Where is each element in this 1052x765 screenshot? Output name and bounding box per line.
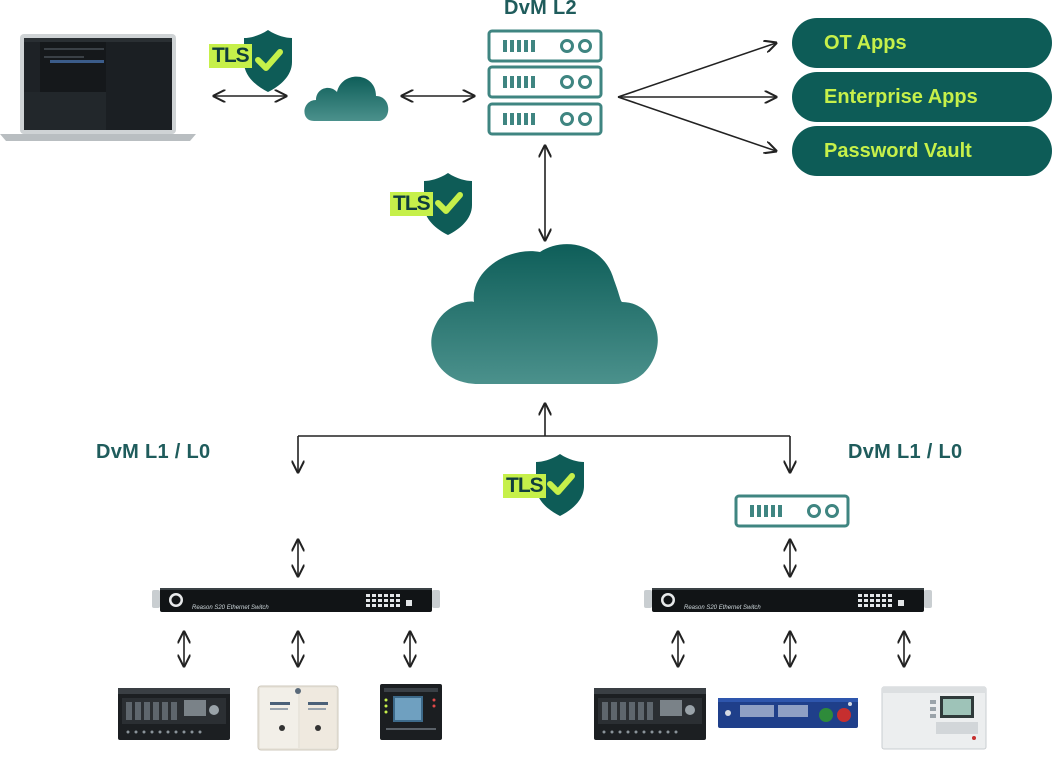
server-unit-icon	[734, 494, 850, 528]
relay-device-icon-2	[380, 684, 442, 740]
tls-badge-2: TLS	[390, 192, 433, 216]
ethernet-switch-icon-right: Reason S20 Ethernet Switch	[644, 588, 932, 612]
relay-device-icon-3	[594, 688, 706, 740]
switch-label-right: Reason S20 Ethernet Switch	[684, 605, 761, 611]
dvm-l2-label: DvM L2	[504, 0, 577, 19]
control-panel-device-icon	[718, 698, 858, 728]
tls-badge-3: TLS	[503, 474, 546, 498]
relay-device-icon-1	[118, 688, 230, 740]
enterprise-apps-pill: Enterprise Apps	[792, 72, 1052, 122]
ethernet-switch-icon-left: Reason S20 Ethernet Switch	[152, 588, 440, 612]
switch-label-left: Reason S20 Ethernet Switch	[192, 605, 269, 611]
cloud-icon	[431, 244, 658, 384]
server-rack-icon	[487, 29, 603, 136]
dvm-l1-l0-label-left: DvM L1 / L0	[96, 441, 211, 463]
small-cloud-icon	[304, 76, 389, 121]
enterprise-apps-label: Enterprise Apps	[824, 85, 978, 108]
laptop-icon	[0, 34, 196, 141]
password-vault-pill: Password Vault	[792, 126, 1052, 176]
arrows-to-apps	[617, 43, 776, 151]
hmi-device-icon	[881, 686, 987, 750]
arrows-to-devices	[184, 632, 904, 666]
monitor-device-icon	[257, 685, 339, 751]
ot-apps-label: OT Apps	[824, 31, 907, 54]
branch-connector	[298, 404, 790, 472]
password-vault-label: Password Vault	[824, 139, 972, 162]
tls-badge-1: TLS	[209, 44, 252, 68]
ot-apps-pill: OT Apps	[792, 18, 1052, 68]
dvm-l1-l0-label-right: DvM L1 / L0	[848, 441, 963, 463]
